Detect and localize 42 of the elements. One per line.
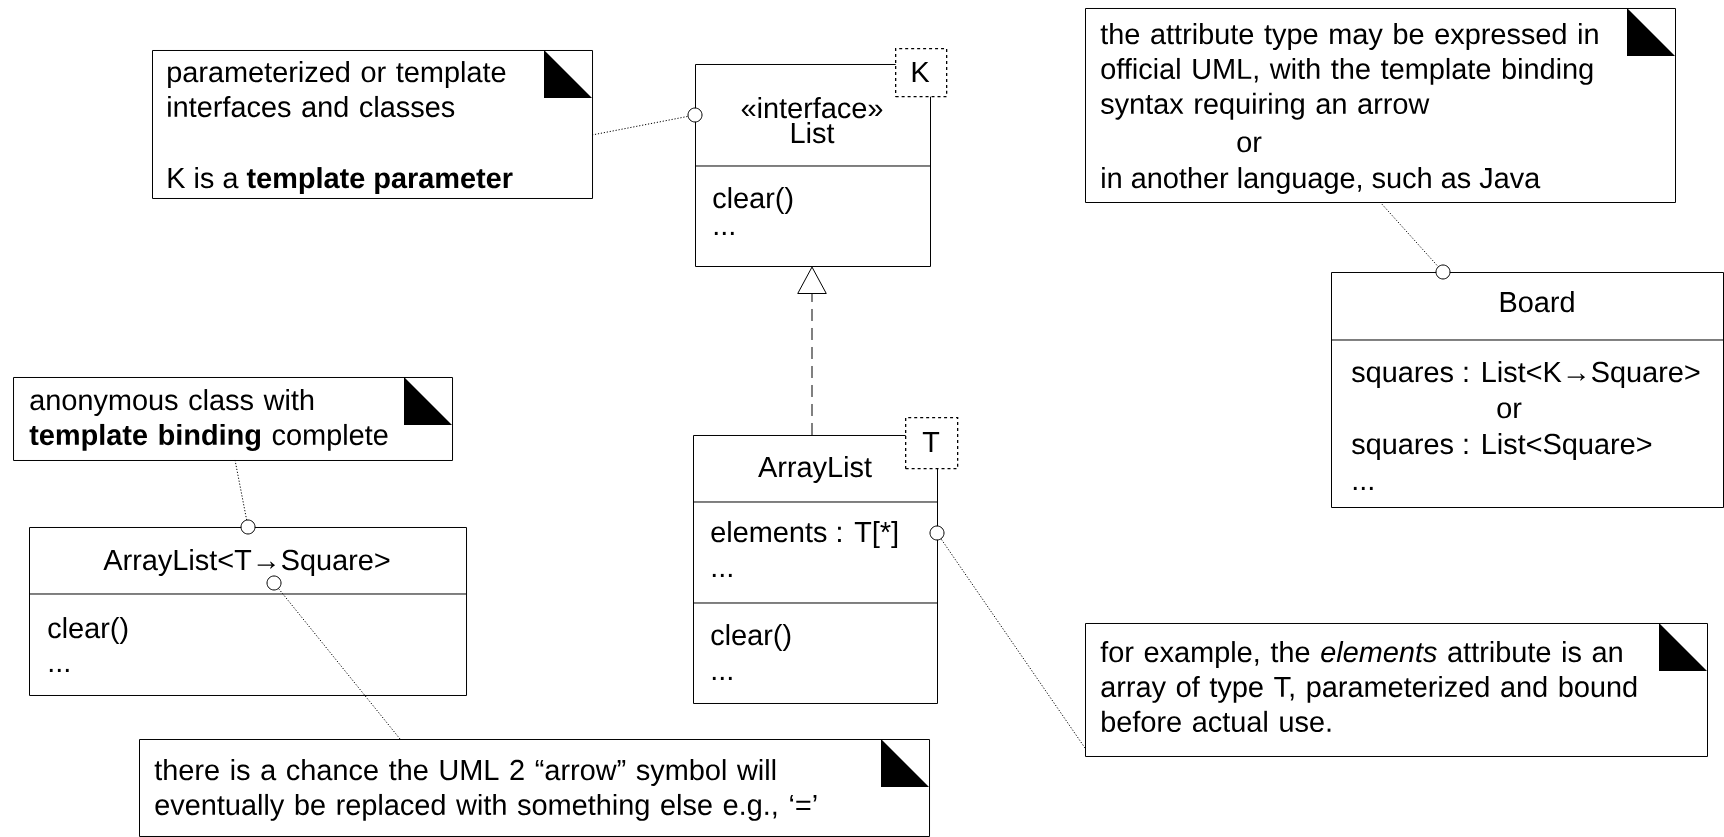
note-box	[139, 739, 930, 837]
template-parameter: K	[912, 62, 930, 82]
ellipsis: ...	[712, 676, 732, 680]
class-name: ArrayList	[758, 456, 872, 483]
anchor-line	[1379, 201, 1451, 280]
note-box	[1085, 623, 1708, 757]
class-box	[28, 527, 467, 696]
operation-text: clear()	[711, 624, 791, 651]
attribute-text: elements : T[*]	[711, 521, 898, 548]
ellipsis: ...	[714, 231, 734, 235]
template-parameter: T	[922, 432, 940, 452]
note-box	[152, 50, 593, 199]
realization-arrow	[797, 266, 827, 436]
operation-text: clear()	[48, 617, 128, 644]
ellipsis: ...	[49, 668, 69, 672]
anchor-line	[929, 525, 1086, 749]
anchor-line	[234, 459, 256, 535]
note-box	[1085, 8, 1676, 203]
note-box	[13, 377, 453, 461]
note-text: there is a chance the UML 2 “arrow” symbol will eventually be replaced with something else e.g., ‘=’	[154, 759, 817, 821]
class-name: Board	[1500, 291, 1574, 313]
class-box	[694, 64, 931, 267]
operation-text: clear()	[713, 187, 793, 214]
class-name: List	[791, 122, 835, 144]
note-text: anonymous class with template binding complete	[29, 389, 388, 451]
class-box	[1330, 272, 1724, 508]
stereotype-label: «interface»	[741, 97, 883, 119]
attribute-text: squares : List<K→Square>	[1352, 361, 1700, 388]
anchor-line	[591, 107, 703, 136]
note-text: parameterized or template interfaces and classes	[168, 61, 506, 118]
class-name: ArrayList<T→Square>	[103, 549, 390, 576]
attribute-text: squares : List<Square>	[1352, 433, 1652, 460]
template-parameter-box	[895, 48, 948, 98]
ellipsis: ...	[712, 573, 732, 577]
note-text: for example, the elements attribute is an array of type T, parameterized and bound before actual use.	[1100, 641, 1637, 732]
note-text: K is a template parameter	[168, 167, 513, 194]
note-text: or	[1237, 136, 1262, 153]
template-parameter-box	[905, 417, 959, 470]
anchor-line	[266, 575, 401, 740]
ellipsis: ...	[1353, 486, 1373, 490]
attribute-text: or	[1497, 402, 1522, 419]
note-text: in another language, such as Java	[1102, 167, 1541, 194]
